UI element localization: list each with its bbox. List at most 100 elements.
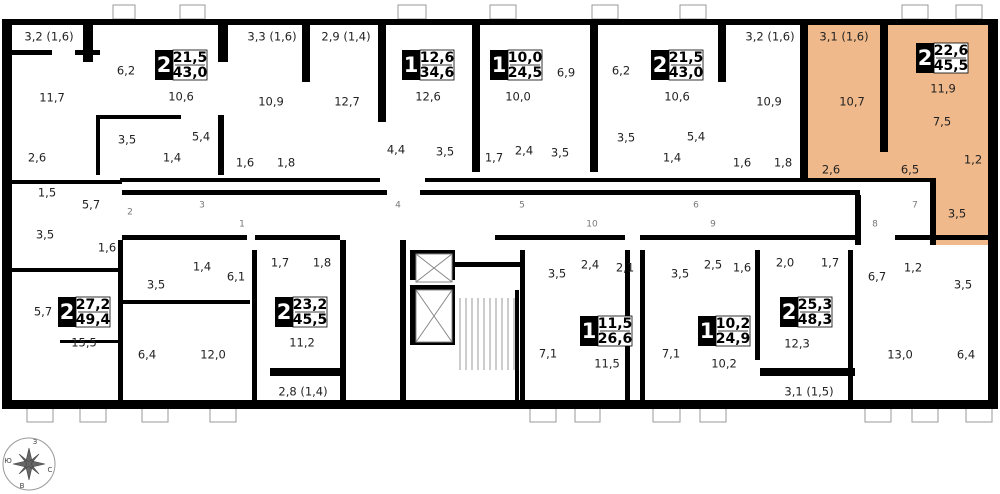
apartment-total-area: 48,3 [798, 312, 833, 328]
staircase [459, 298, 515, 370]
wall [2, 19, 998, 25]
apartment-room-count: 2 [277, 300, 292, 324]
room-area-label: 11,7 [39, 91, 65, 105]
wall [640, 235, 740, 240]
room-area-label: 3,5 [36, 228, 54, 242]
room-area-label: 10,9 [258, 95, 284, 109]
balcony-window [911, 407, 939, 423]
room-area-label: 1,2 [964, 153, 982, 167]
compass-east: С [48, 466, 53, 474]
wall [800, 22, 808, 182]
room-area-label: 5,7 [82, 198, 100, 212]
room-area-label: 3,5 [617, 131, 635, 145]
room-area-label: 3,2 (1,6) [745, 30, 794, 44]
entrance-door-number: 1 [239, 220, 245, 230]
room-area-label: 2,1 [616, 261, 634, 275]
room-area-label: 5,7 [34, 305, 52, 319]
wall [930, 180, 936, 245]
balcony-window [965, 407, 993, 423]
apartment-room-count: 1 [582, 319, 597, 343]
entrance-door-number: 8 [872, 220, 878, 230]
apartment-total-area: 26,6 [598, 331, 633, 347]
room-area-label: 11,2 [289, 336, 315, 350]
room-area-label: 3,3 (1,6) [247, 30, 296, 44]
room-area-label: 10,2 [711, 357, 737, 371]
room-area-label: 12,3 [784, 337, 810, 351]
room-area-label: 1,4 [193, 260, 211, 274]
room-area-label: 1,6 [98, 241, 116, 255]
wall [806, 178, 936, 182]
elevator-shaft [415, 253, 453, 283]
apartment-total-area: 43,0 [173, 65, 208, 81]
wall [880, 22, 888, 152]
wall [760, 368, 855, 376]
wall [718, 22, 726, 82]
apartment-living-area: 10,0 [508, 50, 543, 66]
room-area-label: 6,7 [868, 270, 886, 284]
apartment-room-count: 2 [653, 53, 668, 77]
wall [12, 50, 52, 55]
room-area-label: 1,5 [38, 186, 56, 200]
wall [590, 22, 598, 172]
compass-west: Ю [4, 457, 12, 465]
room-area-label: 3,2 (1,6) [24, 30, 73, 44]
room-area-label: 10,6 [168, 90, 194, 104]
apartment-living-area: 21,5 [173, 50, 208, 66]
room-area-label: 1,6 [733, 156, 751, 170]
apartment-total-area: 45,5 [293, 312, 328, 328]
apartment-living-area: 11,5 [598, 316, 633, 332]
room-area-label: 3,5 [147, 278, 165, 292]
room-area-label: 2,6 [28, 151, 46, 165]
wall [485, 178, 615, 182]
balcony-window [26, 407, 54, 423]
room-area-label: 12,6 [415, 90, 441, 104]
room-area-label: 12,7 [334, 95, 360, 109]
room-area-label: 7,5 [933, 115, 951, 129]
compass-south: В [20, 482, 25, 490]
apartment-total-area: 43,0 [669, 65, 704, 81]
wall [848, 250, 853, 400]
room-area-label: 3,5 [954, 278, 972, 292]
wall [988, 19, 998, 409]
room-area-label: 1,7 [485, 151, 503, 165]
room-area-label: 6,2 [117, 64, 135, 78]
room-area-label: 1,8 [277, 156, 295, 170]
wall [118, 240, 123, 400]
room-area-label: 3,1 (1,5) [784, 385, 833, 399]
balcony-window [574, 407, 601, 423]
room-area-label: 6,1 [227, 270, 245, 284]
balcony-window [209, 407, 237, 423]
apartment-living-area: 23,2 [293, 297, 328, 313]
entrance-door-number: 6 [693, 201, 699, 211]
room-area-label: 2,0 [776, 256, 794, 270]
balcony-window [529, 407, 557, 423]
wall [2, 19, 12, 409]
apartment-room-count: 2 [60, 300, 75, 324]
entrance-door-number: 3 [199, 201, 205, 211]
wall [515, 290, 519, 400]
balcony-window [901, 4, 929, 20]
room-area-label: 3,5 [548, 267, 566, 281]
balcony-window [591, 4, 619, 20]
wall [378, 22, 386, 122]
room-area-label: 2,5 [704, 258, 722, 272]
balcony-window [652, 407, 681, 423]
room-area-label: 11,9 [930, 82, 956, 96]
wall [495, 235, 625, 240]
wall [720, 178, 806, 182]
room-area-label: 5,4 [192, 130, 210, 144]
wall [895, 235, 990, 240]
apartment-living-area: 27,2 [76, 297, 111, 313]
elevator-shaft [415, 289, 453, 343]
room-area-label: 3,1 (1,6) [819, 30, 868, 44]
